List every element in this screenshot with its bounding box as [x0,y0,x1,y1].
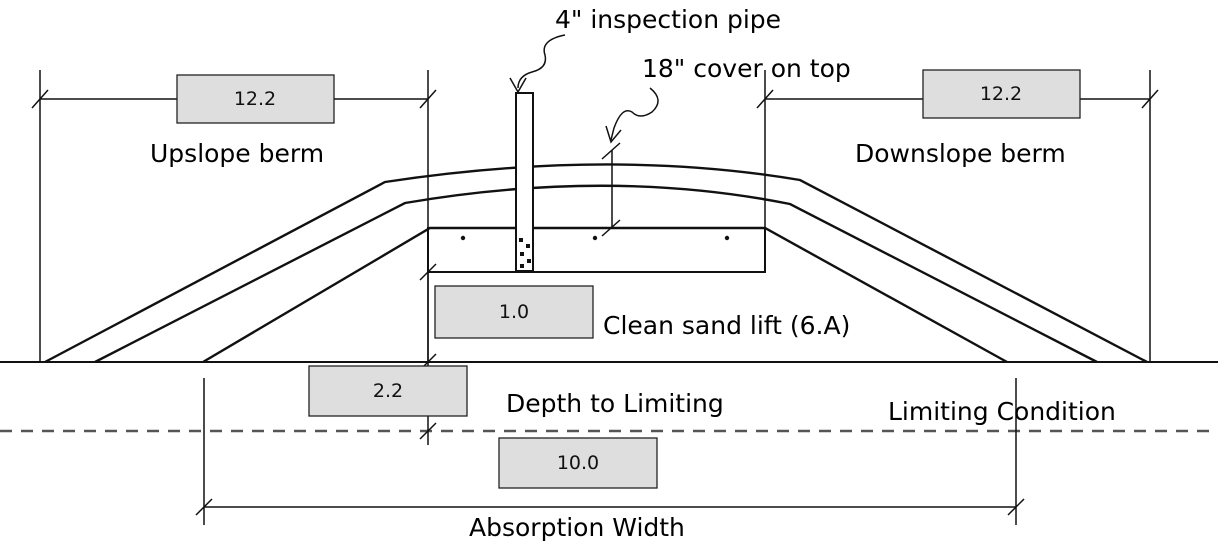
cover-leader [605,87,659,144]
depth-to-limiting-value: 2.2 [373,380,403,402]
cover-label: 18" cover on top [642,54,851,83]
downslope-berm-value-box [922,69,1081,119]
absorption-bed [427,227,766,273]
downslope-berm-value: 12.2 [980,83,1022,105]
upslope-berm-value-box [176,74,335,124]
inspection-pipe-leader [509,34,566,94]
limiting-condition-label: Limiting Condition [888,397,1116,426]
pipe-perforations [519,238,531,268]
downslope-berm-label: Downslope berm [855,139,1066,168]
absorption-width-label: Absorption Width [469,513,685,542]
clean-sand-label: Clean sand lift (6.A) [603,311,850,340]
inspection-pipe-label: 4" inspection pipe [555,5,781,34]
mound-outer-line [44,163,1148,364]
mound-middle-line [94,184,1098,364]
absorption-width-dimension [195,378,1025,525]
absorption-width-value: 10.0 [557,452,599,474]
inspection-pipe [515,92,534,272]
upslope-berm-value: 12.2 [234,88,276,110]
clean-sand-value-box [434,285,594,339]
bed-gravel-marks [460,235,730,241]
absorption-width-value-box [498,437,658,489]
depth-to-limiting-label: Depth to Limiting [506,389,724,418]
mound-inner-line [202,226,1008,364]
sand-lift-dimension [419,263,437,445]
clean-sand-value: 1.0 [499,301,529,323]
cover-dimension [601,142,621,237]
upslope-berm-label: Upslope berm [150,139,324,168]
depth-to-limiting-value-box [308,365,468,417]
